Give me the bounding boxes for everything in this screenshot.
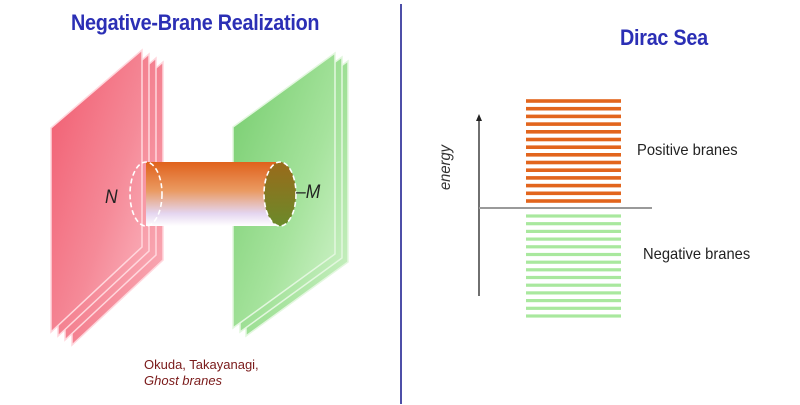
negative-energy-level	[526, 252, 621, 257]
energy-axis-label: energy	[437, 144, 454, 190]
positive-energy-level	[526, 199, 621, 203]
positive-energy-level	[526, 122, 621, 126]
positive-energy-level	[526, 145, 621, 149]
negative-energy-level	[526, 260, 621, 264]
negative-energy-level	[526, 299, 621, 303]
positive-energy-level	[526, 114, 621, 119]
positive-branes-label: Positive branes	[637, 142, 738, 159]
negative-energy-level	[526, 237, 621, 241]
positive-energy-levels	[526, 99, 621, 203]
positive-energy-level	[526, 160, 621, 165]
negative-energy-level	[526, 222, 621, 226]
negative-stack-label: –M	[296, 182, 321, 203]
negative-energy-level	[526, 291, 621, 295]
positive-energy-level	[526, 130, 621, 134]
negative-energy-level	[526, 314, 621, 318]
negative-branes-label: Negative branes	[643, 246, 751, 263]
positive-stack-label: N	[105, 187, 118, 208]
tube-end-cap-negative	[263, 161, 297, 227]
right-panel-title: Dirac Sea	[620, 25, 708, 50]
positive-energy-level	[526, 168, 621, 172]
positive-energy-level	[526, 99, 621, 103]
dirac-sea-diagram	[476, 99, 652, 318]
negative-energy-level	[526, 214, 621, 218]
negative-energy-level	[526, 275, 621, 280]
positive-energy-level	[526, 106, 621, 111]
energy-axis-arrowhead	[476, 114, 482, 121]
reference-authors: Okuda, Takayanagi,	[144, 357, 259, 372]
tube-end-cap-positive	[129, 161, 163, 227]
positive-energy-level	[526, 137, 621, 142]
positive-energy-level	[526, 176, 621, 180]
negative-energy-level	[526, 245, 621, 249]
open-string-tube	[129, 161, 297, 227]
negative-energy-levels	[526, 214, 621, 318]
negative-energy-level	[526, 268, 621, 272]
positive-energy-level	[526, 183, 621, 188]
negative-energy-level	[526, 283, 621, 287]
negative-energy-level	[526, 229, 621, 233]
reference-title: Ghost branes	[144, 373, 223, 388]
panel-divider	[400, 4, 402, 404]
left-panel-title: Negative-Brane Realization	[71, 10, 320, 35]
positive-energy-level	[526, 191, 621, 196]
positive-energy-level	[526, 153, 621, 157]
positive-brane-stack	[50, 48, 164, 347]
negative-brane-stack	[232, 51, 349, 338]
positive-brane-sheet	[50, 48, 143, 334]
negative-energy-level	[526, 306, 621, 310]
